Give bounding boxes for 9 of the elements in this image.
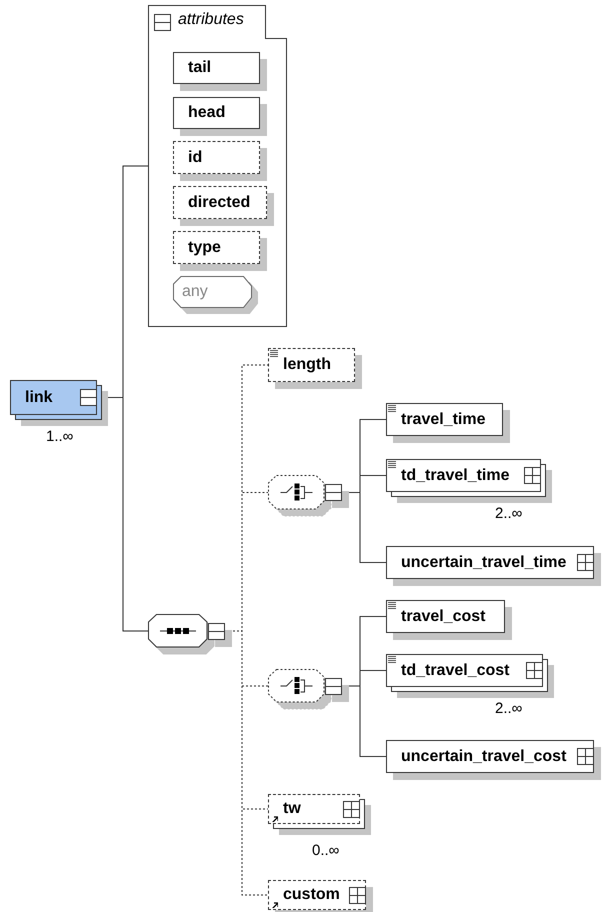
any-attribute-wildcard: any — [173, 276, 252, 308]
connector-line — [342, 492, 386, 563]
occurrence-label: 2..∞ — [495, 505, 522, 522]
occurrence-label: 0..∞ — [312, 842, 340, 859]
occurrence-label: 2..∞ — [495, 700, 522, 717]
connector-line — [342, 686, 386, 757]
attributes-group — [148, 5, 287, 327]
occurrence-label: 1..∞ — [46, 428, 74, 445]
group-title: attributes — [178, 11, 244, 29]
